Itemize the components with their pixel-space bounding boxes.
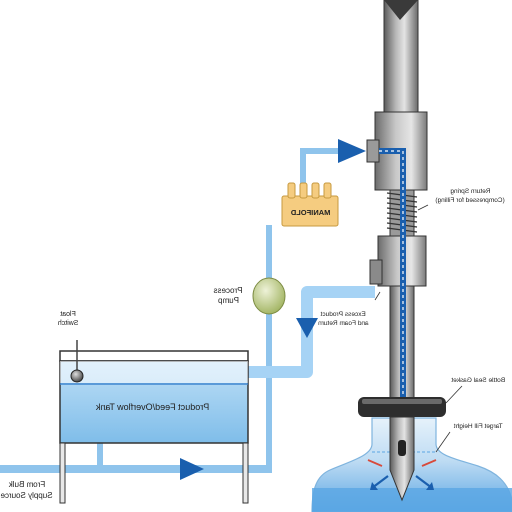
leader-target-fill: [435, 431, 451, 453]
excess-product-label-1: Excess Product: [320, 311, 365, 318]
from-bulk-label-2: Supply Source: [0, 491, 53, 500]
leader-bottle-seal: [445, 385, 463, 404]
bulk-supply-pipe: [0, 465, 272, 473]
target-fill-label: Target Fill Height: [454, 423, 503, 430]
manifold-label: MANIFOLD: [290, 208, 330, 217]
tank-label: Product Feed/Overflow Tank: [95, 402, 209, 412]
bottle-seal-gasket: [358, 397, 446, 417]
process-pump-label-2: Pump: [218, 296, 239, 305]
float-switch-label-2: Switch: [58, 320, 79, 327]
leader-return-spring: [417, 204, 429, 211]
manifold-to-valve-pipe: [300, 148, 348, 188]
bottle-seal-label: Bottle Seal Gasket: [451, 377, 505, 384]
process-pump-label-1: Process: [214, 286, 243, 295]
manifold: [281, 182, 339, 227]
flow-arrow-valve-inlet: [338, 139, 366, 163]
product-feed-tank: [59, 350, 249, 504]
flow-arrow-return: [296, 318, 318, 338]
tank-feed-stub: [97, 440, 103, 468]
float-switch: [70, 340, 84, 383]
spray-arrows: [367, 459, 437, 490]
pump-inlet-riser: [266, 310, 272, 473]
excess-product-label-2: and Foam Return: [318, 320, 369, 327]
fill-nozzle: [389, 416, 415, 502]
leader-excess: [374, 291, 381, 301]
from-bulk-label-1: From Bulk: [8, 480, 45, 489]
float-switch-label-1: Float: [60, 311, 76, 318]
return-spring-label-2: (Compressed for Filling): [435, 197, 504, 204]
flow-arrow-bulk: [180, 458, 204, 480]
pump-to-manifold-pipe: [266, 225, 272, 283]
return-spring-label-1: Return Spring: [450, 188, 490, 195]
filling-valve: [366, 0, 428, 405]
process-pump: [252, 277, 286, 315]
